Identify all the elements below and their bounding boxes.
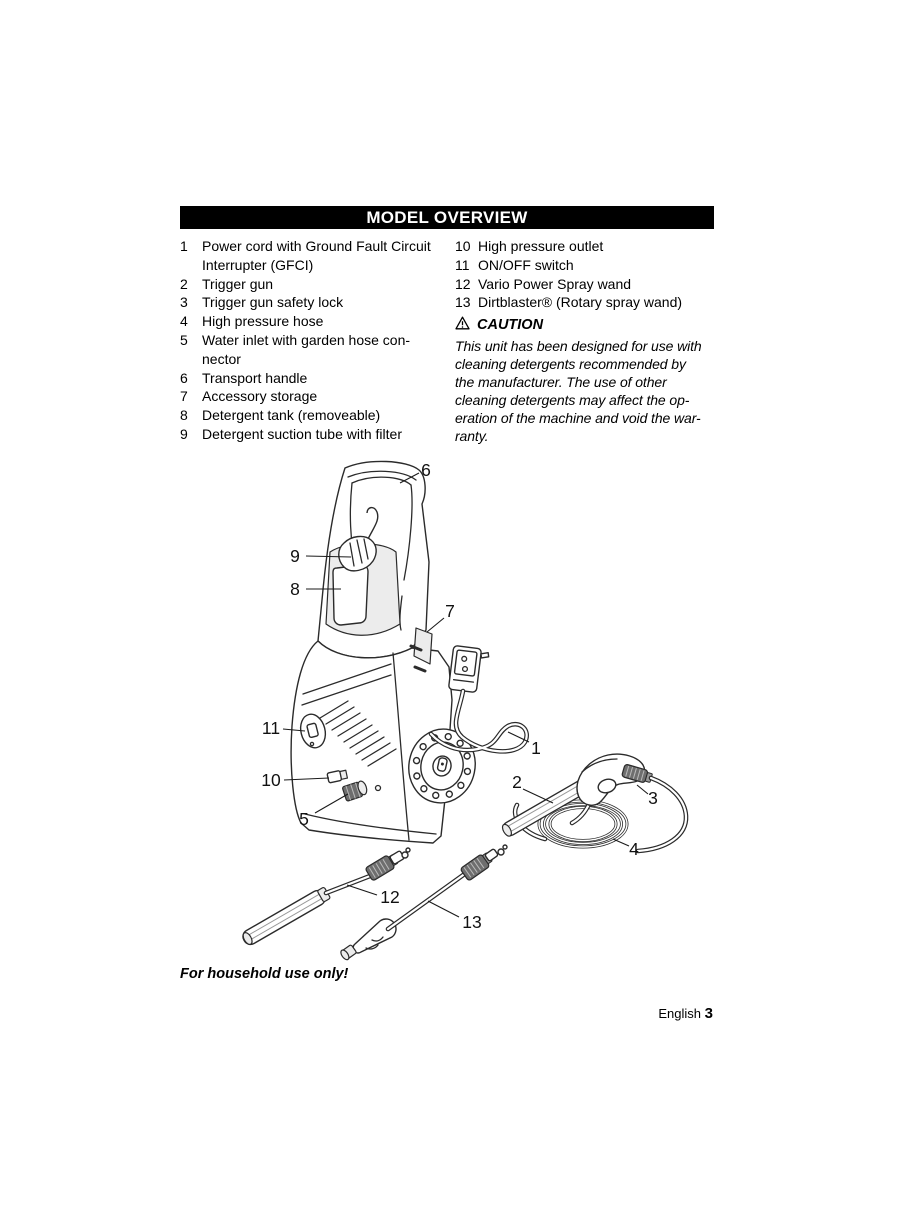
callout-leader — [346, 884, 378, 896]
gfci-plug — [448, 645, 490, 693]
on-off-switch — [299, 713, 327, 749]
dirtblaster-wand — [340, 844, 508, 961]
callout-leader — [507, 731, 530, 743]
callout-8: 8 — [290, 579, 300, 599]
callout-leader — [283, 777, 330, 781]
section-header-bar: MODEL OVERVIEW — [180, 206, 714, 229]
callout-6: 6 — [421, 460, 431, 480]
callout-leader — [427, 900, 460, 918]
part-label: Transport handle — [202, 369, 308, 386]
part-item: 10 High pressure outlet — [455, 237, 717, 256]
part-label: Accessory storage — [202, 388, 318, 405]
callout-13: 13 — [462, 912, 481, 932]
part-label: Power cord with Ground Fault Circuit Int… — [202, 238, 431, 273]
part-number: 13 — [455, 294, 471, 311]
part-item: 8 Detergent tank (removeable) — [180, 406, 448, 425]
part-number: 6 — [180, 369, 188, 386]
power-cord — [428, 688, 529, 754]
part-label: Dirtblaster® (Rotary spray wand) — [478, 294, 683, 311]
callout-5: 5 — [299, 809, 309, 829]
callout-10: 10 — [261, 770, 281, 790]
caution-heading: CAUTION — [455, 316, 717, 335]
vario-wand — [242, 847, 411, 946]
part-label: ON/OFF switch — [478, 256, 574, 273]
part-item: 2 Trigger gun — [180, 275, 448, 294]
trigger-gun-assembly — [501, 753, 689, 854]
high-pressure-hose — [635, 775, 689, 854]
caution-text: This unit has been designed for use with… — [455, 338, 702, 445]
callout-1: 1 — [531, 738, 541, 758]
part-item: 12 Vario Power Spray wand — [455, 275, 717, 294]
part-label: High pressure outlet — [478, 238, 604, 254]
household-use-note: For household use only! — [180, 966, 349, 982]
callout-2: 2 — [512, 772, 522, 792]
callout-leader — [612, 838, 630, 847]
callout-12: 12 — [380, 887, 399, 907]
detergent-tank — [332, 564, 369, 626]
part-label: High pressure hose — [202, 313, 324, 330]
parts-list-right: 10 High pressure outlet 11 ON/OFF switch 1… — [455, 237, 717, 445]
detergent-suction-tube — [366, 506, 379, 540]
callout-7: 7 — [445, 601, 455, 621]
callout-11: 11 — [262, 718, 280, 738]
part-number: 2 — [180, 275, 188, 292]
diagram-callouts: 1 2 3 4 5 6 7 8 9 10 11 12 13 — [261, 460, 658, 932]
part-item: 7 Accessory storage — [180, 387, 448, 406]
part-label: Vario Power Spray wand — [478, 275, 632, 292]
warning-triangle-icon — [455, 316, 470, 336]
machine-illustration — [290, 460, 529, 844]
part-item: 3 Trigger gun safety lock — [180, 293, 448, 312]
part-number: 4 — [180, 313, 188, 330]
page-footer: English 3 — [455, 1005, 713, 1022]
water-inlet — [342, 780, 368, 802]
vent-grille — [319, 700, 397, 767]
part-number: 3 — [180, 294, 188, 311]
part-number: 11 — [455, 256, 470, 273]
callout-leader — [636, 784, 649, 795]
callout-leader — [314, 793, 349, 814]
part-item: 11 ON/OFF switch — [455, 256, 717, 275]
part-item: 5 Water inlet with garden hose con- necto… — [180, 331, 448, 369]
part-label: Detergent tank (removeable) — [202, 407, 381, 424]
part-item: 13 Dirtblaster® (Rotary spray wand) — [455, 293, 717, 312]
footer-language: English — [658, 1006, 702, 1021]
part-label: Detergent suction tube with filter — [202, 425, 402, 442]
trigger-gun-barrel — [501, 779, 589, 837]
parts-list-left: 1 Power cord with Ground Fault Circuit In… — [180, 237, 448, 444]
callout-leader — [399, 472, 420, 484]
caution-title: CAUTION — [477, 317, 544, 334]
part-number: 7 — [180, 388, 188, 405]
tank-cap — [338, 535, 377, 572]
callout-leader — [305, 555, 352, 558]
part-item: 4 High pressure hose — [180, 312, 448, 331]
part-number: 8 — [180, 407, 188, 424]
part-item: 1 Power cord with Ground Fault Circuit In… — [180, 237, 448, 275]
part-number: 1 — [180, 238, 188, 254]
callout-leader — [426, 617, 445, 633]
part-label: Water inlet with garden hose con- nector — [202, 331, 411, 367]
callout-9: 9 — [290, 546, 300, 566]
footer-page-number: 3 — [704, 1005, 713, 1022]
callout-leader — [522, 788, 554, 804]
part-label: Trigger gun safety lock — [202, 294, 344, 311]
part-number: 9 — [180, 425, 188, 442]
callout-leader — [282, 728, 306, 732]
part-number: 5 — [180, 331, 188, 348]
part-label: Trigger gun — [202, 275, 274, 292]
part-number: 12 — [455, 275, 471, 292]
part-item: 6 Transport handle — [180, 369, 448, 388]
part-item: 9 Detergent suction tube with filter — [180, 425, 448, 444]
callout-4: 4 — [629, 839, 639, 859]
callout-3: 3 — [648, 788, 658, 808]
section-title: MODEL OVERVIEW — [366, 207, 528, 227]
accessory-storage — [409, 627, 433, 673]
part-number: 10 — [455, 238, 471, 254]
